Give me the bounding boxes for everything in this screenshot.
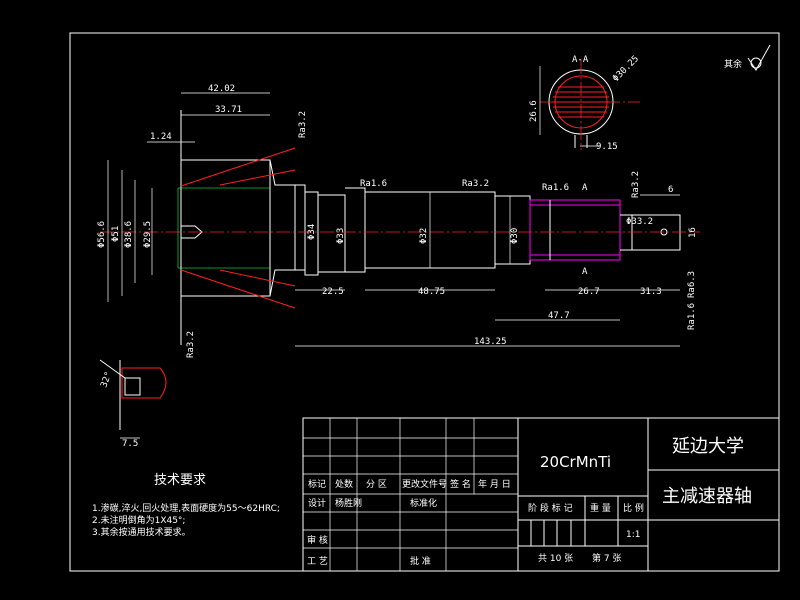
section-mark-a1: A [582, 183, 588, 193]
dim-phi34: Φ34 [307, 224, 317, 240]
tb-designer: 杨胜刚 [335, 497, 362, 509]
tb-std: 标准化 [410, 497, 437, 509]
dim-7-5: 7.5 [122, 439, 138, 449]
tech-line-3: 3.其余按通用技术要求。 [92, 526, 191, 538]
tb-stage: 阶 段 标 记 [528, 502, 573, 514]
ra-label-2: Ra1.6 [542, 183, 569, 193]
tb-school: 延边大学 [672, 436, 744, 457]
tb-date: 年 月 日 [478, 478, 511, 490]
tech-line-1: 1.渗碳,淬火,回火处理,表面硬度为55～62HRC; [92, 502, 280, 514]
dim-143-25: 143.25 [474, 337, 507, 347]
bevel-gear-head [177, 110, 296, 345]
tb-zone: 分 区 [366, 479, 387, 490]
dimension-lines [107, 66, 680, 439]
tb-approve: 批 准 [410, 555, 431, 567]
dim-phi33: Φ33 [336, 228, 346, 244]
dim-phi38-6: Φ38.6 [124, 221, 134, 248]
tb-sign: 签 名 [450, 478, 471, 490]
tech-title: 技术要求 [154, 473, 206, 488]
dim-phi30: Φ30 [510, 228, 520, 244]
dim-6: 6 [668, 185, 673, 195]
dim-phi32: Φ32 [419, 228, 429, 244]
ra-label-7: Ra6.3 [687, 271, 697, 298]
tb-design: 设计 [308, 497, 326, 509]
tb-scale-label: 比 例 [623, 502, 644, 514]
dim-1-24: 1.24 [150, 132, 172, 142]
dim-31-3: 31.3 [640, 287, 662, 297]
ra-label-3: Ra3.2 [462, 179, 489, 189]
dim-30-25: Φ30.25 [611, 54, 641, 84]
tb-mark: 标记 [308, 478, 326, 490]
tb-part-name: 主减速器轴 [662, 486, 752, 507]
tech-line-2: 2.未注明倒角为1X45°; [92, 514, 185, 526]
tb-docno: 更改文件号 [402, 478, 447, 490]
tb-material: 20CrMnTi [540, 453, 611, 471]
shaft-body [100, 184, 700, 276]
dim-32deg: 32° [99, 370, 114, 389]
dim-47-7: 47.7 [548, 311, 570, 321]
dim-phi33-2: Φ33.2 [626, 217, 653, 227]
dim-phi51: Φ51 [111, 226, 121, 242]
detail-view [99, 359, 167, 430]
roughness-symbol [747, 44, 771, 71]
dim-16: 16 [688, 227, 698, 238]
dim-48-75: 48.75 [418, 287, 445, 297]
tb-sheets: 共 10 张 [538, 553, 573, 564]
dim-33-71: 33.71 [215, 105, 242, 115]
dim-42-02: 42.02 [208, 84, 235, 94]
section-mark-a2: A [582, 267, 588, 277]
section-label: A-A [572, 55, 589, 65]
title-block [302, 417, 780, 572]
ra-label-4: Ra3.2 [298, 111, 308, 138]
ra-label-6: Ra3.2 [631, 171, 641, 198]
tb-review: 审 核 [307, 534, 328, 546]
roughness-note: 其余 [724, 58, 742, 70]
tb-weight: 重 量 [590, 502, 611, 514]
dim-phi56-6: Φ56.6 [97, 221, 107, 248]
dim-9-15: 9.15 [596, 142, 618, 152]
dim-26-7: 26.7 [578, 287, 600, 297]
tb-sheet-no: 第 7 张 [592, 552, 621, 564]
section-aa [540, 60, 640, 150]
ra-label-8: Ra1.6 [687, 303, 697, 330]
tb-count: 处数 [335, 478, 353, 490]
tb-process: 工 艺 [307, 556, 328, 567]
dim-phi29-5: Φ29.5 [143, 221, 153, 248]
ra-label-1: Ra1.6 [360, 179, 387, 189]
dim-22-5: 22.5 [322, 287, 344, 297]
ra-label-5: Ra3.2 [186, 331, 196, 358]
dim-26-6: 26.6 [529, 100, 539, 122]
tb-scale: 1:1 [626, 530, 640, 540]
